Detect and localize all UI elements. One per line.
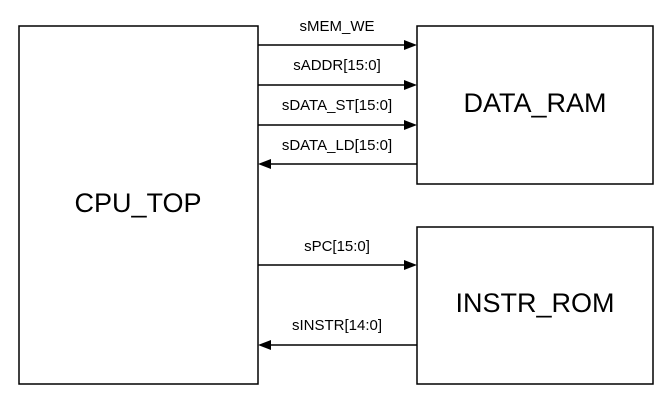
signal-data-ld: sDATA_LD[15:0] — [258, 137, 417, 169]
mem-we-label: sMEM_WE — [300, 18, 375, 35]
signal-mem-we: sMEM_WE — [258, 18, 417, 50]
instr-rom-box — [416, 226, 654, 385]
addr-arrowhead — [404, 80, 417, 90]
signal-pc: sPC[15:0] — [258, 238, 417, 270]
data-ram-label: DATA_RAM — [463, 88, 606, 118]
instr-rom-block: INSTR_ROM — [416, 226, 654, 385]
signal-addr: sADDR[15:0] — [258, 57, 417, 90]
addr-label: sADDR[15:0] — [293, 57, 381, 74]
pc-label: sPC[15:0] — [304, 238, 370, 255]
mem-we-arrowhead — [404, 40, 417, 50]
signal-instr: sINSTR[14:0] — [258, 317, 417, 350]
cpu-top-block: CPU_TOP — [18, 25, 259, 385]
data-st-label: sDATA_ST[15:0] — [282, 97, 392, 114]
data-ld-label: sDATA_LD[15:0] — [282, 137, 392, 154]
instr-rom-label: INSTR_ROM — [455, 288, 614, 318]
data-ram-block: DATA_RAM — [416, 25, 654, 185]
instr-arrowhead — [258, 340, 271, 350]
data-st-arrowhead — [404, 120, 417, 130]
instr-label: sINSTR[14:0] — [292, 317, 382, 334]
cpu-top-label: CPU_TOP — [74, 188, 201, 218]
data-ld-arrowhead — [258, 159, 271, 169]
pc-arrowhead — [404, 260, 417, 270]
cpu-top-box — [18, 25, 259, 385]
data-ram-box — [416, 25, 654, 185]
signal-data-st: sDATA_ST[15:0] — [258, 97, 417, 130]
